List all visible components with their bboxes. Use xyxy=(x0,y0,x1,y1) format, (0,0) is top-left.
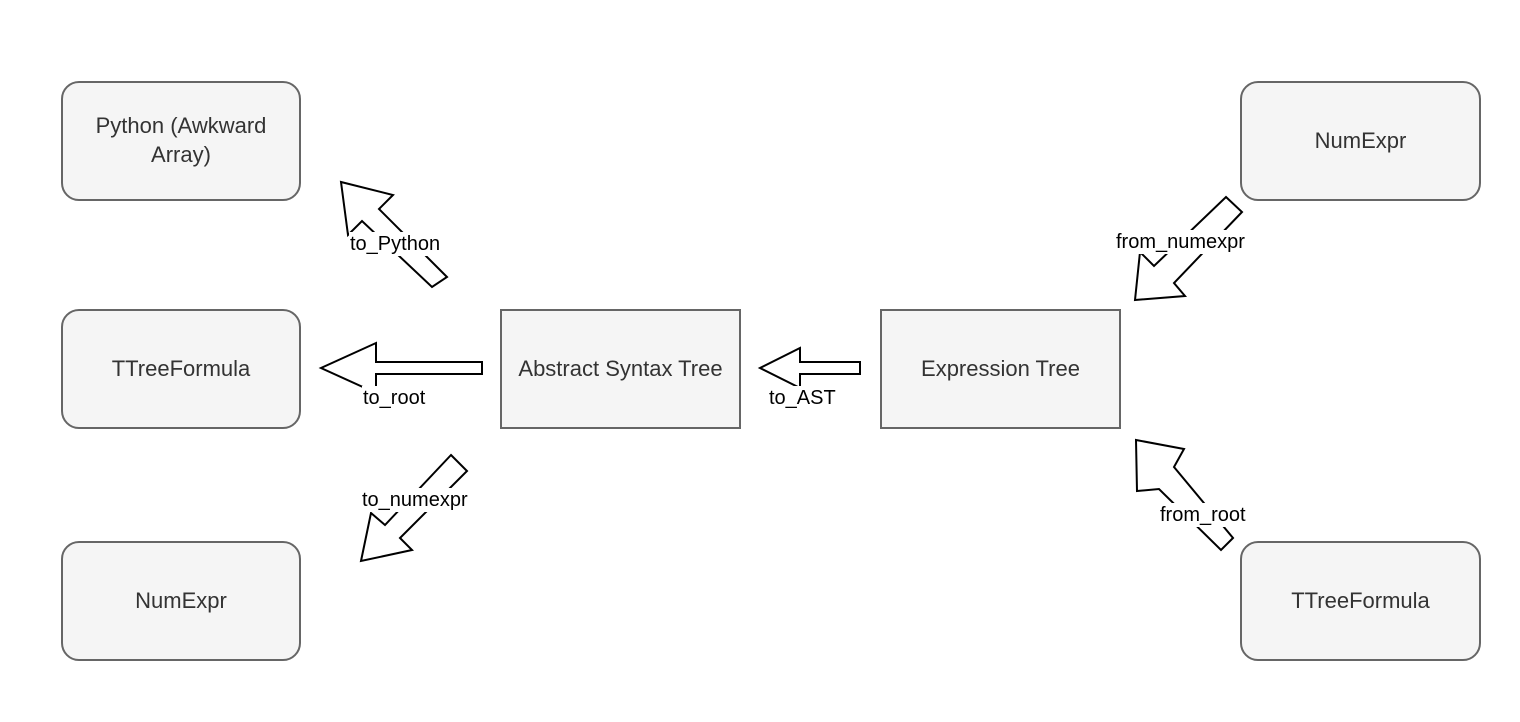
node-numexpr-right: NumExpr xyxy=(1240,81,1481,201)
node-expression-tree-label: Expression Tree xyxy=(921,355,1080,381)
node-python: Python (Awkward Array) xyxy=(61,81,301,201)
node-ttreeformula-left-label: TTreeFormula xyxy=(111,355,251,381)
edge-label-to-ast: to_AST xyxy=(768,386,837,410)
edge-label-to-python: to_Python xyxy=(349,232,442,256)
node-expression-tree: Expression Tree xyxy=(880,309,1121,429)
node-numexpr-left-label: NumExpr xyxy=(135,587,227,613)
node-python-label: Python (Awkward Array) xyxy=(95,113,267,167)
edge-label-to-numexpr: to_numexpr xyxy=(361,488,469,512)
edge-label-from-numexpr: from_numexpr xyxy=(1115,230,1246,254)
arrow-to-root xyxy=(318,341,483,395)
node-ttreeformula-right: TTreeFormula xyxy=(1240,541,1481,661)
node-ast-label: Abstract Syntax Tree xyxy=(518,355,723,381)
node-numexpr-left: NumExpr xyxy=(61,541,301,661)
node-ast: Abstract Syntax Tree xyxy=(500,309,741,429)
node-ttreeformula-right-label: TTreeFormula xyxy=(1291,587,1430,613)
arrow-from-root xyxy=(1134,438,1235,552)
node-numexpr-right-label: NumExpr xyxy=(1314,127,1407,153)
edge-label-to-root: to_root xyxy=(362,386,427,410)
arrow-to-ast xyxy=(757,346,861,390)
node-ttreeformula-left: TTreeFormula xyxy=(61,309,301,429)
edge-label-from-root: from_root xyxy=(1159,503,1247,527)
